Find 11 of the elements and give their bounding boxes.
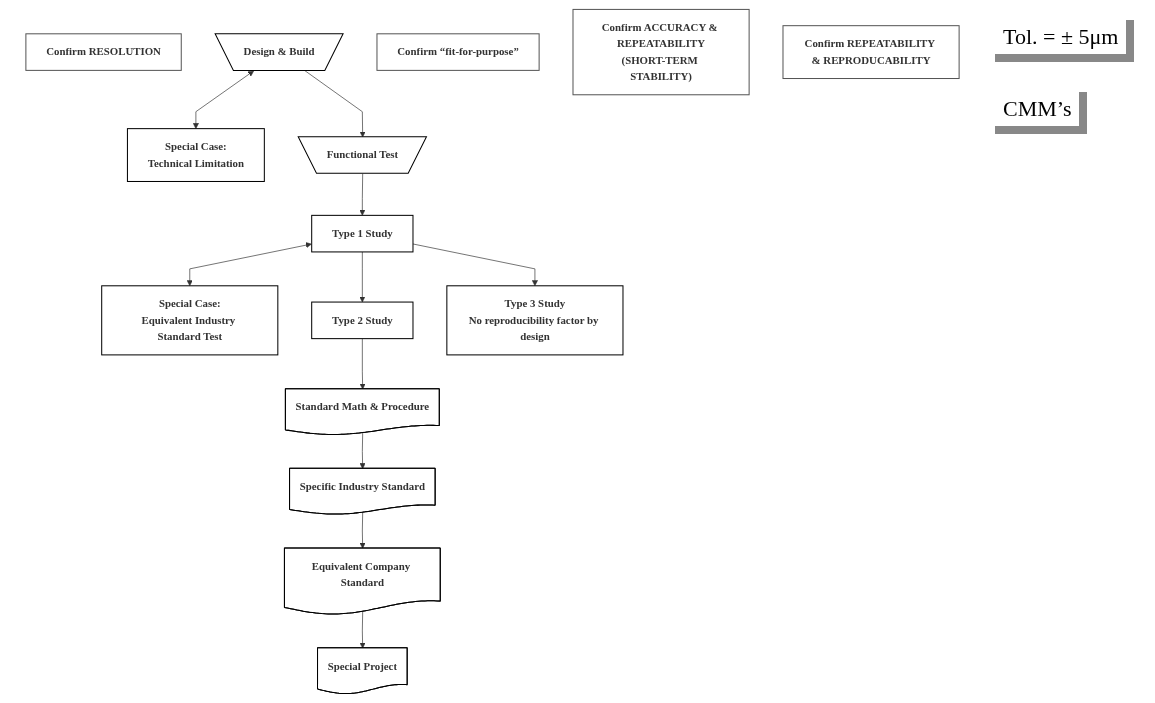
node-box: Special Case: Technical Limitation xyxy=(126,128,265,182)
note-text: Tol. = ± 5μm xyxy=(995,20,1135,62)
node-box: Confirm ACCURACY & REPEATABILITY (SHORT-TERM STABILITY) xyxy=(572,8,750,96)
node-box: Confirm RESOLUTION xyxy=(25,33,182,71)
node-box: Confirm REPEATABILITY & REPRODUCABILITY xyxy=(782,25,960,80)
node-box: Type 3 Study No reproducibility factor by design xyxy=(446,285,624,356)
note-text: CMM’s xyxy=(995,92,1088,134)
node-box: Type 2 Study xyxy=(311,301,414,340)
node-box: Type 1 Study xyxy=(311,214,414,253)
node-box: Confirm “fit-for-purpose” xyxy=(376,33,540,71)
node-box: Special Case: Equivalent Industry Standard Test xyxy=(101,285,279,356)
